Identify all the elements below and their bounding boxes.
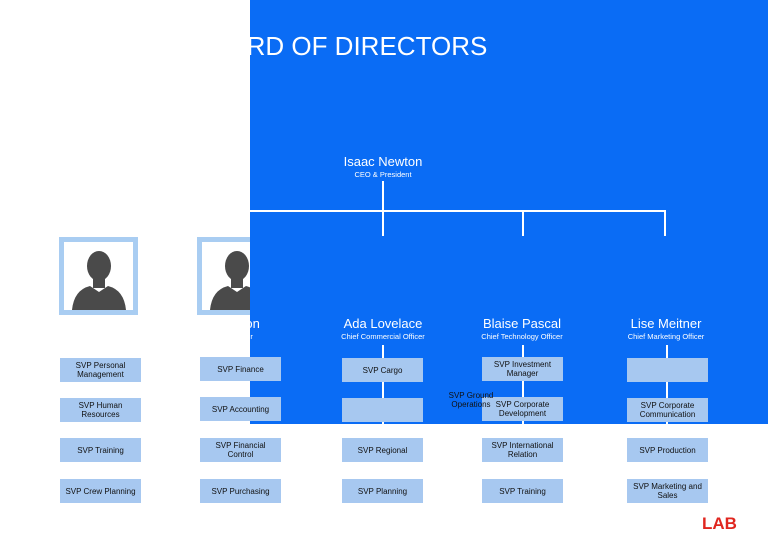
officer-4-name: Lise Meitner	[630, 316, 702, 331]
ceo-name: Isaac Newton	[343, 154, 423, 169]
officer-1-name: Edison	[250, 316, 260, 331]
svp-box: SVP Accounting	[200, 397, 281, 421]
column-5-line	[666, 345, 668, 424]
svp-box: SVP Training	[60, 438, 141, 462]
ceo-connector	[382, 181, 384, 211]
officer-connector-4	[664, 210, 666, 236]
svp-box-empty	[342, 398, 423, 422]
svp-box: SVP Investment Manager	[482, 357, 563, 381]
column-4-line	[522, 345, 524, 424]
column-3-line	[382, 345, 384, 424]
person-silhouette-icon	[210, 251, 250, 310]
blue-background-panel	[250, 0, 768, 424]
overlay-note: SVP Ground Operations	[448, 391, 494, 409]
officer-3-name: Blaise Pascal	[482, 316, 562, 331]
svp-box: SVP Cargo	[342, 358, 423, 382]
brand-logo: LAB	[702, 514, 737, 533]
officer-1-role: l Officer	[250, 332, 253, 341]
officer-4-role: Chief Marketing Officer	[627, 332, 705, 341]
svp-box: SVP Production	[627, 438, 708, 462]
officer-connector-3	[522, 210, 524, 236]
page-title: OARD OF DIRECTORS	[250, 26, 768, 66]
officer-connector-2	[382, 210, 384, 236]
svp-box: SVP Financial Control	[200, 438, 281, 462]
officer-3-role: Chief Technology Officer	[481, 332, 563, 341]
officer-2-role: Chief Commercial Officer	[341, 332, 425, 341]
svp-box: SVP International Relation	[482, 438, 563, 462]
svp-box: SVP Training	[482, 479, 563, 503]
page-title-text: OARD OF DIRECTORS	[250, 31, 488, 61]
photo-frame-1	[59, 237, 138, 315]
officer-1-clip: Edison l Officer	[250, 316, 310, 346]
svp-box: SVP Purchasing	[200, 479, 281, 503]
svp-box: SVP Personal Management	[60, 358, 141, 382]
person-silhouette-icon	[72, 251, 126, 310]
officer-2-name: Ada Lovelace	[343, 316, 423, 331]
officer-bus-line	[250, 210, 666, 212]
ceo-role: CEO & President	[354, 170, 412, 179]
svp-box: SVP Corporate Development	[482, 397, 563, 421]
svp-box: SVP Corporate Communication	[627, 398, 708, 422]
svp-box: SVP Finance	[200, 357, 281, 381]
svp-box-empty	[627, 358, 708, 382]
svp-box: SVP Marketing and Sales	[627, 479, 708, 503]
svp-box: SVP Human Resources	[60, 398, 141, 422]
photo-frame-2	[197, 237, 250, 315]
svp-box: SVP Crew Planning	[60, 479, 141, 503]
svp-box: SVP Regional	[342, 438, 423, 462]
svp-box: SVP Planning	[342, 479, 423, 503]
